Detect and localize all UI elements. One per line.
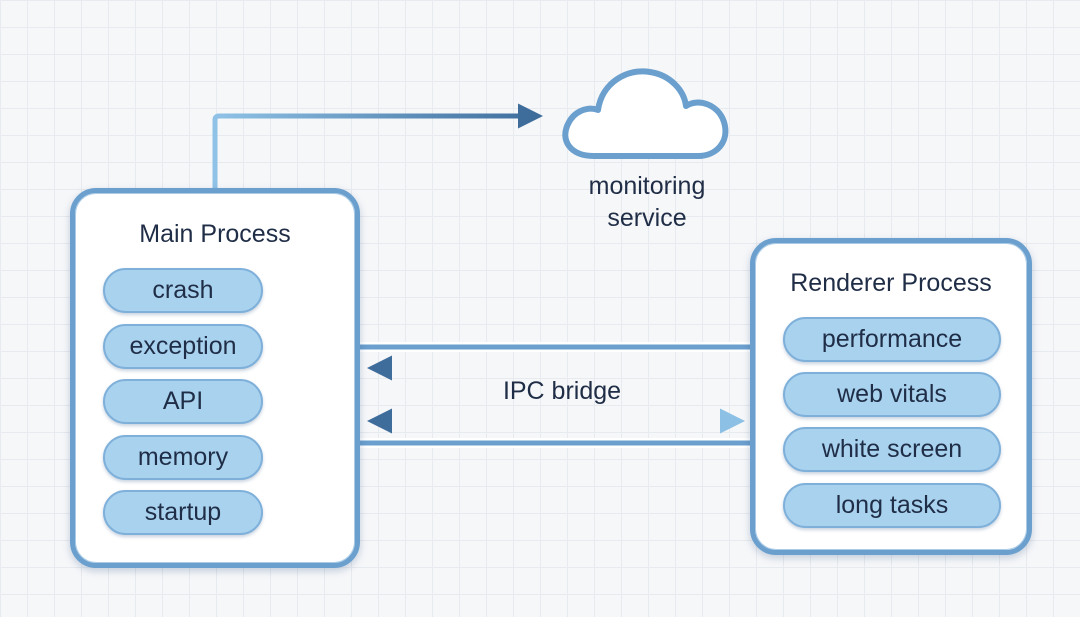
ipc-bridge-label: IPC bridge (502, 377, 622, 405)
main-process-box: Main Process crash exception API memory … (70, 188, 360, 568)
renderer-process-box: Renderer Process performance web vitals … (750, 238, 1032, 555)
monitoring-service-label: monitoring service (558, 170, 736, 234)
main-item-api: API (103, 379, 263, 424)
renderer-process-title: Renderer Process (790, 269, 992, 297)
renderer-item-web-vitals: web vitals (783, 372, 1001, 417)
main-to-service-arrow (212, 103, 543, 188)
monitoring-service-label-line1: monitoring (588, 172, 706, 200)
ipc-bridge-channel (355, 342, 755, 448)
main-item-exception: exception (103, 324, 263, 369)
cloud-icon (562, 68, 729, 159)
main-item-crash: crash (103, 268, 263, 313)
renderer-item-performance: performance (783, 317, 1001, 362)
renderer-item-white-screen: white screen (783, 427, 1001, 472)
main-process-title: Main Process (139, 220, 291, 248)
main-item-startup: startup (103, 490, 263, 535)
renderer-item-long-tasks: long tasks (783, 483, 1001, 528)
monitoring-service-label-line2: service (607, 204, 687, 232)
main-item-memory: memory (103, 435, 263, 480)
